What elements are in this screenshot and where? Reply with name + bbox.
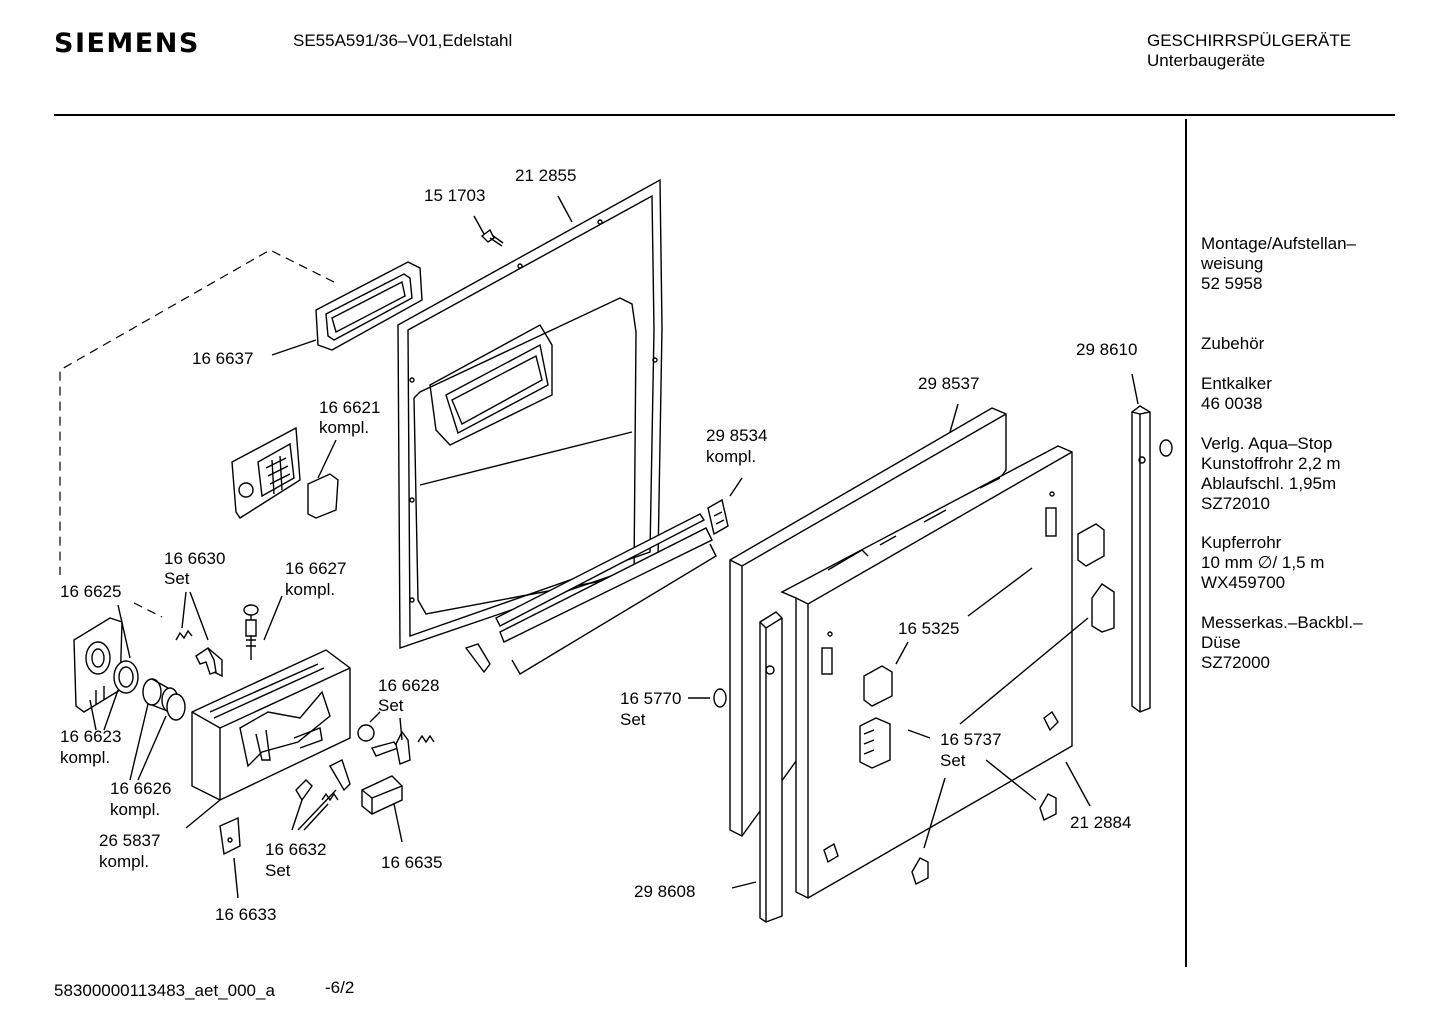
rail-part [495,498,729,675]
flap-part [219,816,241,856]
decor-panel-part [780,445,1073,899]
category-title: GESCHIRRSPÜLGERÄTE [1147,31,1352,50]
part-label-212855: 21 2855 [515,166,576,185]
sidebar-line: SZ72000 [1201,653,1270,672]
sidebar-line: SZ72010 [1201,494,1270,513]
sidebar-note-installation: Montage/Aufstellan– weisung 52 5958 [1201,234,1356,294]
brand-logo: SIEMENS [54,28,200,59]
bracket-part [863,523,1105,707]
part-label-166621: 16 6621 [319,398,380,417]
seal-frame-part [315,261,423,351]
sidebar-line: Messerkas.–Backbl.– [1201,613,1363,632]
part-label-165737: 16 5737 [940,730,1001,749]
part-label-166633: 16 6633 [215,905,276,924]
part-label-166628: 16 6628 [378,676,439,695]
part-note-165770: Set [620,710,646,729]
part-note-166628: Set [378,696,404,715]
part-label-298610: 29 8610 [1076,340,1137,359]
sidebar-line: 52 5958 [1201,274,1263,293]
right-strip-part [1131,405,1173,713]
part-note-166621: kompl. [319,418,369,437]
part-labels: 21 2855 15 1703 16 6637 16 6621 kompl. 1… [60,166,1137,924]
sidebar-line: Montage/Aufstellan– [1201,234,1356,253]
sidebar-note-copper-pipe: Kupferrohr 10 mm ∅/ 1,5 m WX459700 [1201,533,1324,593]
part-label-265837: 26 5837 [99,831,160,850]
dispenser-housing-part [191,649,351,801]
part-label-298534: 29 8534 [706,426,767,445]
part-label-298537: 29 8537 [918,374,979,393]
part-label-166635: 16 6635 [381,853,442,872]
part-label-165325: 16 5325 [898,619,959,638]
sidebar-line: Ablaufschl. 1,95m [1201,474,1337,493]
part-note-165737: Set [940,751,966,770]
part-label-165770: 16 5770 [620,689,681,708]
inner-door-panel-part [397,178,663,649]
assembly-dashed-outline [59,249,335,618]
sidebar-line: Kupferrohr [1201,533,1282,552]
side-strip-part [759,611,783,923]
cap-part [713,688,727,708]
sidebar-divider [1185,119,1187,967]
switch-part [361,775,403,815]
category-subtitle: Unterbaugeräte [1147,51,1266,70]
sidebar-line: Verlg. Aqua–Stop [1201,434,1333,453]
model-designation: SE55A591/36–V01,Edelstahl [293,31,513,50]
hinge-bracket-set-part [859,583,1115,885]
drawing-id: 58300000113483_aet_000_a [54,981,275,1000]
appliance-category: GESCHIRRSPÜLGERÄTE Unterbaugeräte [1147,31,1351,71]
lever-set-part [295,759,351,802]
sidebar-line: WX459700 [1201,573,1286,592]
part-label-151703: 15 1703 [424,186,485,205]
sidebar-note-aquastop: Verlg. Aqua–Stop Kunstoffrohr 2,2 m Abla… [1201,434,1341,514]
part-label-212884: 21 2884 [1070,813,1131,832]
dispenser-cover-part [231,426,339,519]
part-note-166630: Set [164,569,190,588]
ring-part [113,660,139,694]
part-label-166623: 16 6623 [60,727,121,746]
sidebar-line: 10 mm ∅/ 1,5 m [1201,553,1325,572]
page-number: -6/2 [325,978,355,997]
sidebar-line: 46 0038 [1201,394,1263,413]
part-label-166637: 16 6637 [192,349,253,368]
part-note-166632: Set [265,861,291,880]
hinge-clip-part [464,643,491,674]
part-label-166630: 16 6630 [164,549,225,568]
bushing-part [142,678,186,721]
latch-set-part [357,724,435,765]
sidebar-line: Zubehör [1201,334,1265,353]
part-note-265837: kompl. [99,852,149,871]
sidebar-line: Düse [1201,633,1241,652]
part-label-166632: 16 6632 [265,840,326,859]
spring-lever-part [175,629,223,678]
sidebar-line: weisung [1201,254,1264,273]
part-label-298608: 29 8608 [634,882,695,901]
part-note-166623: kompl. [60,748,110,767]
sidebar-line: Entkalker [1201,374,1272,393]
knob-part [73,617,123,713]
part-label-166626: 16 6626 [110,779,171,798]
part-label-166627: 16 6627 [285,559,346,578]
part-note-298534: kompl. [706,447,756,466]
screw-part [480,228,504,247]
sidebar-note-nozzle: Messerkas.–Backbl.– Düse SZ72000 [1201,613,1363,673]
sidebar-note-descaler: Entkalker 46 0038 [1201,374,1272,414]
header-divider [54,114,1395,116]
sidebar-line: Kunstoffrohr 2,2 m [1201,454,1341,473]
part-label-166625: 16 6625 [60,582,121,601]
part-note-166627: kompl. [285,580,335,599]
sidebar-note-accessories: Zubehör [1201,334,1264,354]
valve-part [243,604,259,660]
leader-lines [89,195,1139,899]
part-note-166626: kompl. [110,800,160,819]
